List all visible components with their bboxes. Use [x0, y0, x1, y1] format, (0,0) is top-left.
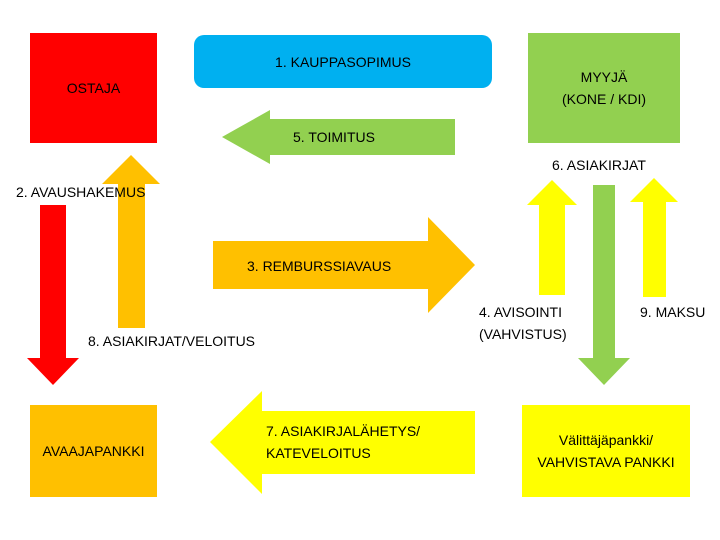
step-6-label: 6. ASIAKIRJAT	[552, 157, 646, 173]
step-7-label-2: KATEVELOITUS	[266, 445, 371, 461]
advising-bank-box: Välittäjäpankki/ VAHVISTAVA PANKKI	[522, 405, 690, 497]
arrow-payment	[630, 178, 678, 297]
arrow-credit-opening	[213, 217, 475, 313]
opening-bank-box: AVAAJAPANKKI	[30, 405, 157, 497]
buyer-label: OSTAJA	[66, 80, 121, 96]
seller-box: MYYJÄ (KONE / KDI)	[528, 33, 680, 143]
advising-bank-label-2: VAHVISTAVA PANKKI	[537, 454, 675, 470]
step-1-label: 1. KAUPPASOPIMUS	[275, 53, 411, 70]
advising-bank-label-1: Välittäjäpankki/	[558, 432, 654, 448]
arrow-documents	[578, 185, 630, 385]
step-2-label: 2. AVAUSHAKEMUS	[16, 184, 146, 200]
buyer-box: OSTAJA	[30, 33, 157, 143]
arrow-application	[27, 205, 79, 385]
step-5-label: 5. TOIMITUS	[293, 129, 375, 145]
step-8-label: 8. ASIAKIRJAT/VELOITUS	[88, 333, 256, 349]
arrow-delivery	[222, 110, 455, 164]
step-7-label-1: 7. ASIAKIRJALÄHETYS/	[266, 423, 421, 439]
step-9-label: 9. MAKSU	[640, 304, 706, 320]
arrow-document-dispatch	[210, 391, 475, 494]
seller-label-sub: (KONE / KDI)	[561, 91, 646, 107]
step-4-label-2: (VAHVISTUS)	[479, 326, 567, 342]
arrow-docs-charge	[102, 155, 160, 328]
agreement-box: 1. KAUPPASOPIMUS	[194, 35, 492, 88]
step-3-label: 3. REMBURSSIAVAUS	[247, 258, 392, 274]
step-4-label-1: 4. AVISOINTI	[479, 304, 562, 320]
arrow-advising	[527, 180, 577, 295]
opening-bank-label: AVAAJAPANKKI	[42, 443, 145, 459]
seller-label-name: MYYJÄ	[580, 69, 628, 85]
